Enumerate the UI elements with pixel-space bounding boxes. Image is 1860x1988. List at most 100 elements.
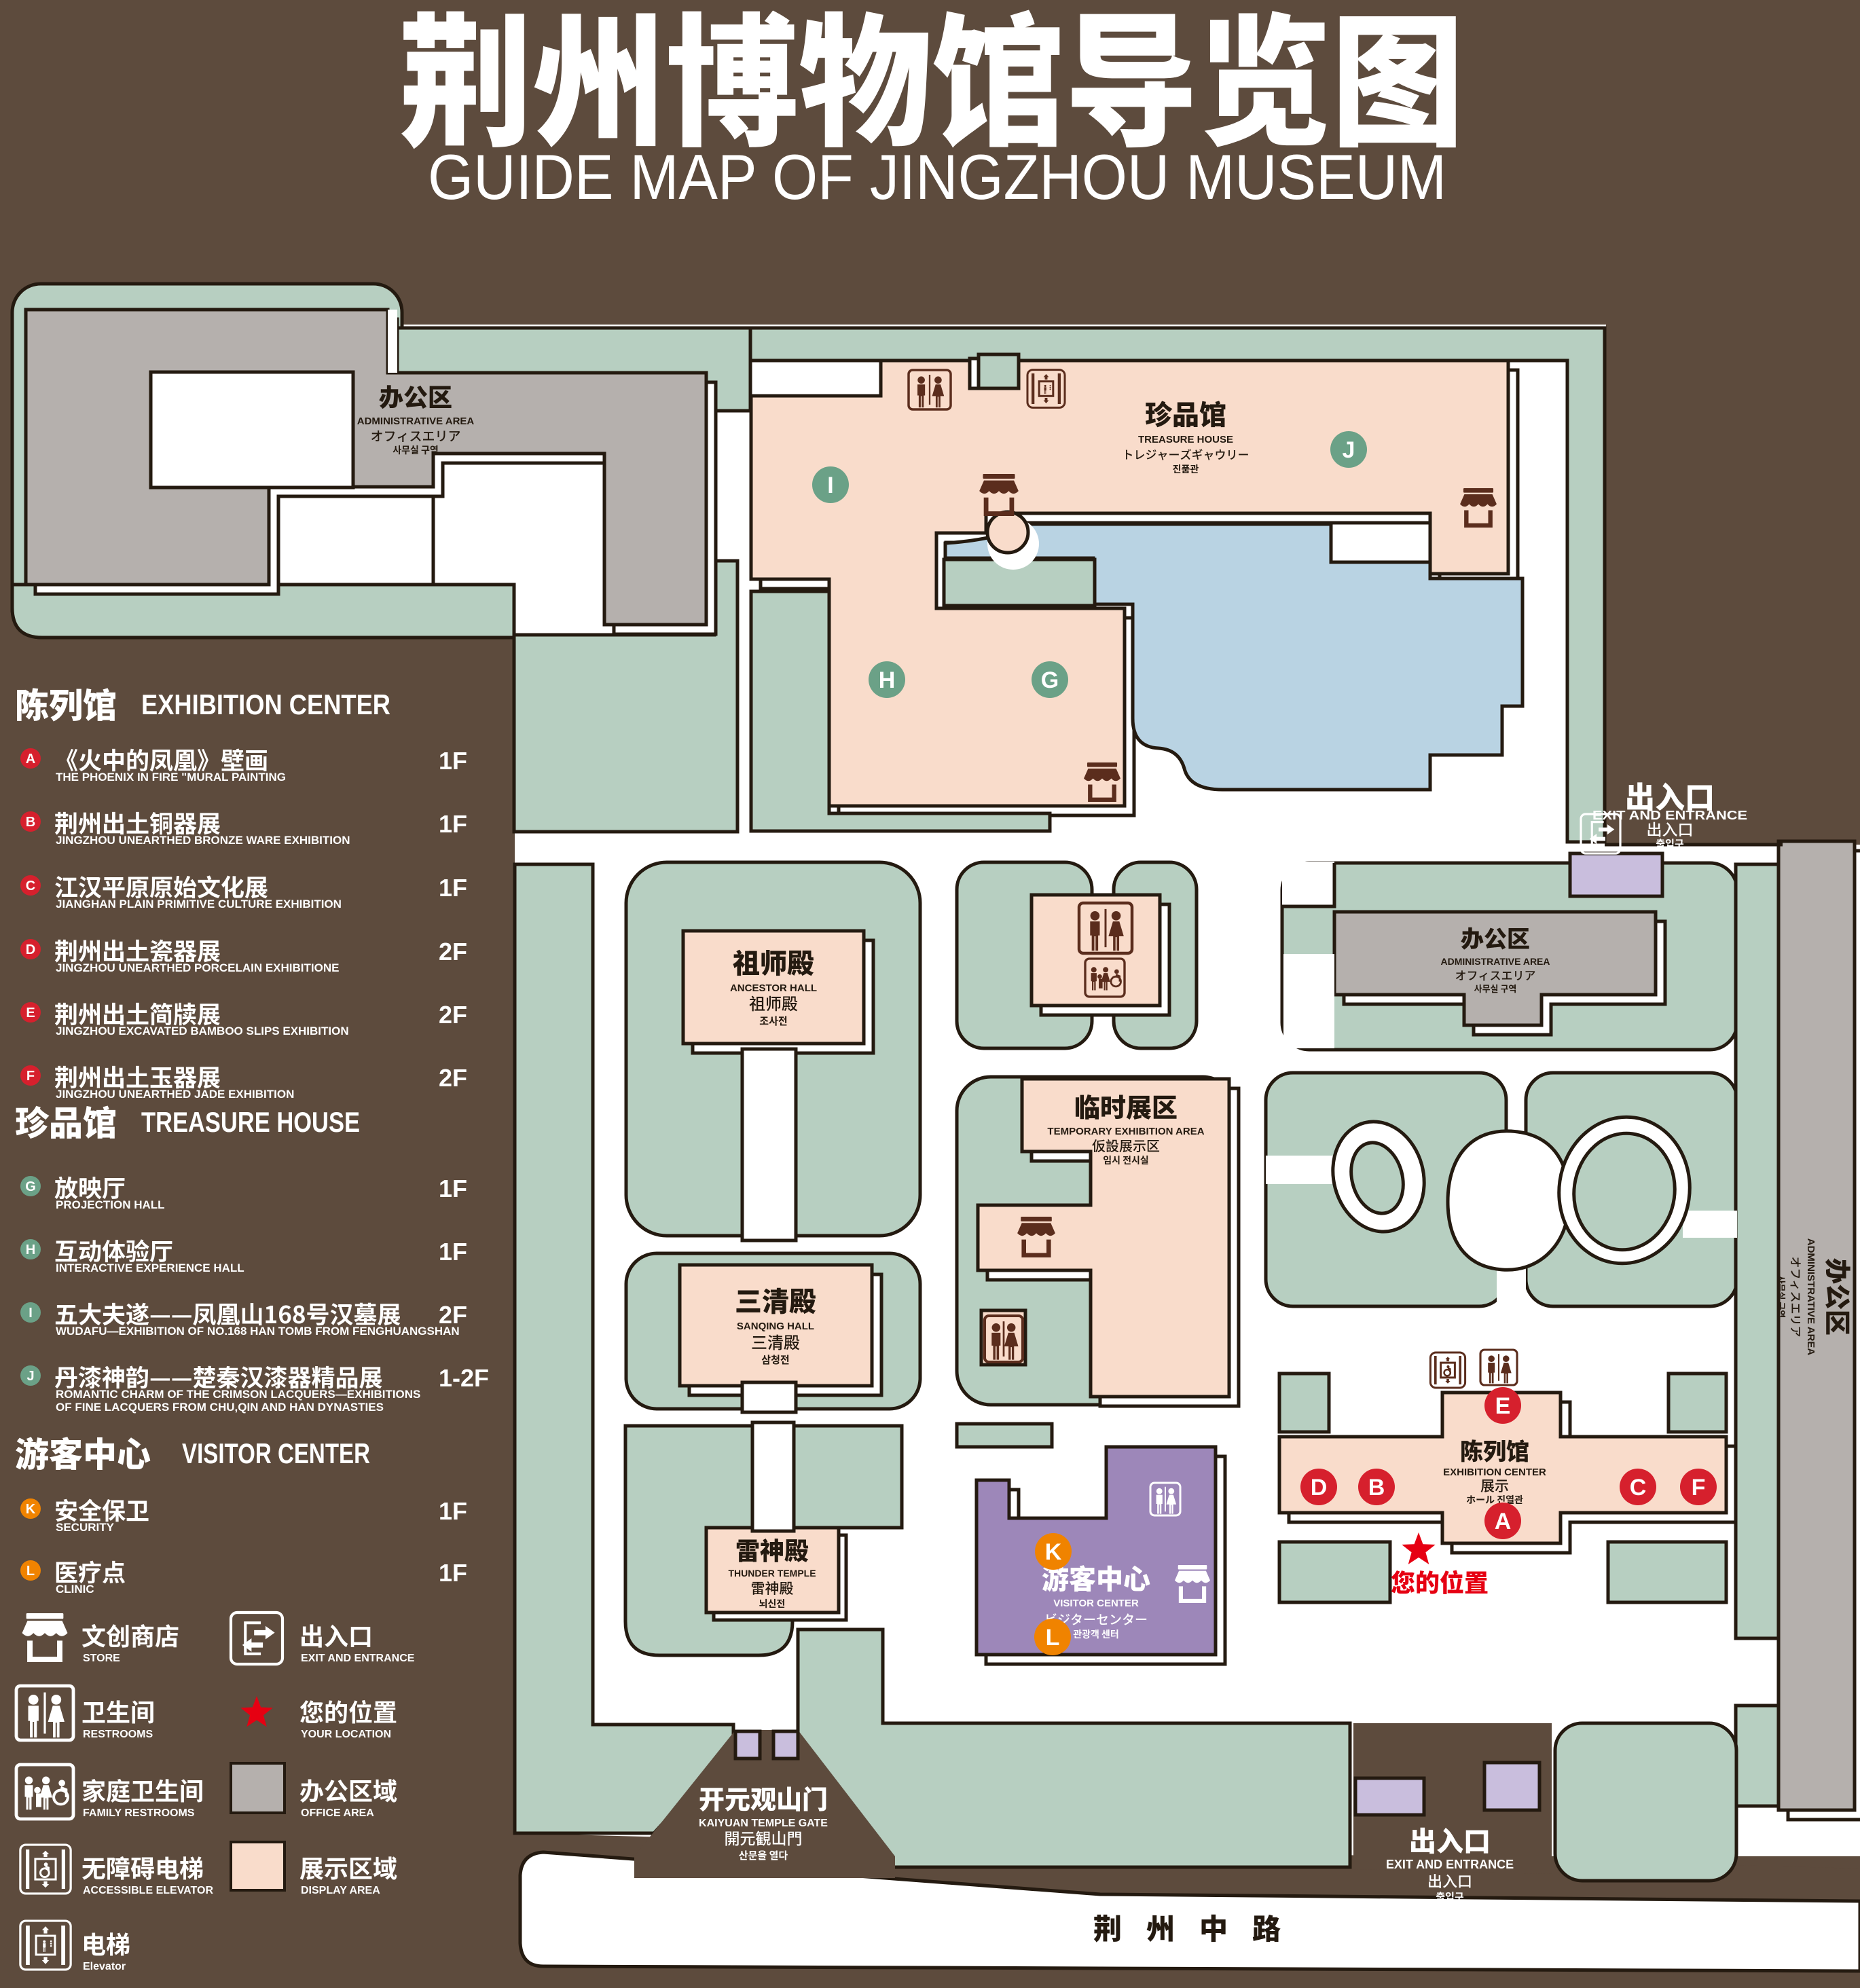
svg-text:B: B [26,815,35,830]
svg-text:L: L [1046,1625,1060,1651]
svg-text:您的位置: 您的位置 [299,1693,397,1729]
svg-text:TREASURE HOUSE: TREASURE HOUSE [1138,434,1233,445]
svg-text:ホール 진열관: ホール 진열관 [1466,1493,1523,1507]
svg-text:2F: 2F [439,938,467,965]
svg-text:三清殿: 三清殿 [735,1280,816,1319]
svg-text:THE PHOENIX IN FIRE "MURAL PAI: THE PHOENIX IN FIRE "MURAL PAINTING [56,771,286,784]
svg-text:江汉平原原始文化展: 江汉平原原始文化展 [54,869,268,904]
svg-text:E: E [26,1006,35,1020]
svg-text:2F: 2F [439,1001,467,1029]
svg-text:CLINIC: CLINIC [56,1583,94,1596]
svg-text:사무실 구역: 사무실 구역 [393,443,439,457]
svg-text:JINGZHOU UNEARTHED JADE EXHIBI: JINGZHOU UNEARTHED JADE EXHIBITION [56,1088,294,1101]
svg-text:C: C [1630,1475,1647,1501]
svg-text:관광객 센터: 관광객 센터 [1073,1627,1119,1641]
svg-text:ANCESTOR HALL: ANCESTOR HALL [730,982,817,994]
svg-text:EXIT AND ENTRANCE: EXIT AND ENTRANCE [301,1653,415,1664]
svg-text:卫生间: 卫生间 [81,1693,155,1729]
svg-text:J: J [26,1369,34,1384]
svg-text:1F: 1F [439,747,467,775]
svg-text:KAIYUAN TEMPLE GATE: KAIYUAN TEMPLE GATE [699,1818,828,1829]
svg-text:JINGZHOU UNEARTHED BRONZE WARE: JINGZHOU UNEARTHED BRONZE WARE EXHIBITIO… [56,834,350,847]
svg-text:C: C [26,879,35,894]
svg-text:荆州中路: 荆州中路 [1093,1907,1305,1948]
svg-text:RESTROOMS: RESTROOMS [83,1729,153,1740]
svg-text:出入口: 出入口 [1625,773,1715,817]
svg-text:Elevator: Elevator [83,1961,126,1972]
svg-text:荆州出土简牍展: 荆州出土简牍展 [54,996,221,1031]
svg-text:祖师殿: 祖师殿 [749,991,798,1014]
svg-text:出入口: 出入口 [1427,1870,1472,1892]
svg-text:GUIDE MAP OF JINGZHOU MUSEUM: GUIDE MAP OF JINGZHOU MUSEUM [428,141,1446,213]
svg-text:《火中的凤凰》壁画: 《火中的凤凰》壁画 [54,742,268,777]
svg-text:OF FINE LACQUERS FROM CHU,QIN: OF FINE LACQUERS FROM CHU,QIN AND HAN DY… [56,1401,384,1414]
svg-text:JIANGHAN PLAIN PRIMITIVE CULTU: JIANGHAN PLAIN PRIMITIVE CULTURE EXHIBIT… [56,898,342,910]
svg-text:2F: 2F [439,1301,467,1329]
svg-text:文创商店: 文创商店 [81,1617,179,1653]
svg-text:진품관: 진품관 [1173,462,1199,476]
svg-text:陈列馆: 陈列馆 [15,679,117,728]
svg-text:1-2F: 1-2F [439,1364,489,1392]
svg-text:K: K [1045,1539,1062,1565]
svg-text:삼청전: 삼청전 [761,1352,789,1367]
svg-text:荆州出土瓷器展: 荆州出土瓷器展 [54,933,221,968]
svg-text:ACCESSIBLE ELEVATOR: ACCESSIBLE ELEVATOR [83,1885,213,1896]
svg-text:YOUR LOCATION: YOUR LOCATION [301,1729,391,1740]
svg-text:出入口: 出入口 [1409,1820,1491,1859]
svg-text:출입구: 출입구 [1436,1890,1464,1904]
svg-text:荆州博物馆导览图: 荆州博物馆导览图 [399,0,1464,175]
svg-text:I: I [29,1306,33,1321]
svg-text:J: J [1343,437,1355,463]
svg-text:VISITOR CENTER: VISITOR CENTER [1053,1598,1139,1609]
svg-text:珍品馆: 珍品馆 [15,1097,117,1145]
svg-text:TEMPORARY EXHIBITION AREA: TEMPORARY EXHIBITION AREA [1047,1126,1204,1137]
svg-text:1F: 1F [439,874,467,902]
svg-text:D: D [1311,1475,1328,1501]
svg-text:办公区: 办公区 [1461,921,1530,954]
svg-text:电梯: 电梯 [81,1926,130,1961]
svg-text:출입구: 출입구 [1656,836,1684,851]
svg-text:WUDAFU—EXHIBITION OF NO.168 HA: WUDAFU—EXHIBITION OF NO.168 HAN TOMB FRO… [56,1325,460,1338]
svg-text:医疗点: 医疗点 [54,1554,126,1589]
svg-text:E: E [1495,1393,1511,1419]
svg-text:FAMILY RESTROOMS: FAMILY RESTROOMS [83,1807,195,1819]
svg-text:出入口: 出入口 [299,1617,373,1653]
svg-text:雷神殿: 雷神殿 [751,1578,794,1598]
svg-text:您的位置: 您的位置 [1391,1564,1489,1599]
svg-text:2F: 2F [439,1064,467,1092]
svg-text:ADMINISTRATIVE AREA: ADMINISTRATIVE AREA [1441,956,1550,967]
svg-text:VISITOR CENTER: VISITOR CENTER [182,1437,370,1469]
svg-text:EXHIBITION CENTER: EXHIBITION CENTER [141,688,390,720]
svg-text:L: L [26,1564,35,1579]
svg-text:DISPLAY AREA: DISPLAY AREA [301,1885,380,1896]
svg-text:F: F [1692,1475,1706,1501]
svg-text:オフィスエリア: オフィスエリア [1788,1257,1805,1338]
svg-text:산문을 열다: 산문을 열다 [739,1848,788,1862]
svg-text:开元观山门: 开元观山门 [699,1779,828,1816]
svg-text:办公区: 办公区 [379,378,452,413]
svg-text:丹漆神韵——楚秦汉漆器精品展: 丹漆神韵——楚秦汉漆器精品展 [54,1359,383,1394]
svg-text:OFFICE AREA: OFFICE AREA [301,1807,374,1819]
svg-text:トレジャーズギャウリー: トレジャーズギャウリー [1123,445,1250,462]
svg-text:祖师殿: 祖师殿 [733,942,814,981]
svg-text:사무실 구역: 사무실 구역 [1775,1276,1788,1319]
svg-text:放映厅: 放映厅 [54,1170,126,1204]
svg-text:THUNDER TEMPLE: THUNDER TEMPLE [728,1568,816,1579]
svg-text:EXIT AND ENTRANCE: EXIT AND ENTRANCE [1592,809,1747,822]
svg-text:INTERACTIVE EXPERIENCE HALL: INTERACTIVE EXPERIENCE HALL [56,1262,244,1274]
svg-text:ADMINISTRATIVE AREA: ADMINISTRATIVE AREA [357,416,475,427]
svg-text:五大夫遂——凤凰山168号汉墓展: 五大夫遂——凤凰山168号汉墓展 [54,1296,401,1331]
svg-text:办公区域: 办公区域 [299,1772,397,1807]
svg-text:游客中心: 游客中心 [15,1428,151,1477]
svg-text:1F: 1F [439,1497,467,1525]
svg-text:TREASURE HOUSE: TREASURE HOUSE [141,1106,360,1138]
svg-text:I: I [827,473,833,498]
svg-text:オフィスエリア: オフィスエリア [1455,966,1536,983]
svg-text:陈列馆: 陈列馆 [1460,1433,1529,1467]
svg-text:无障碍电梯: 无障碍电梯 [81,1849,204,1885]
svg-text:A: A [26,752,35,767]
svg-text:SANQING HALL: SANQING HALL [737,1321,814,1332]
svg-text:K: K [26,1502,36,1517]
svg-text:出入口: 出入口 [1647,817,1694,840]
svg-text:オフィスエリア: オフィスエリア [370,426,460,445]
